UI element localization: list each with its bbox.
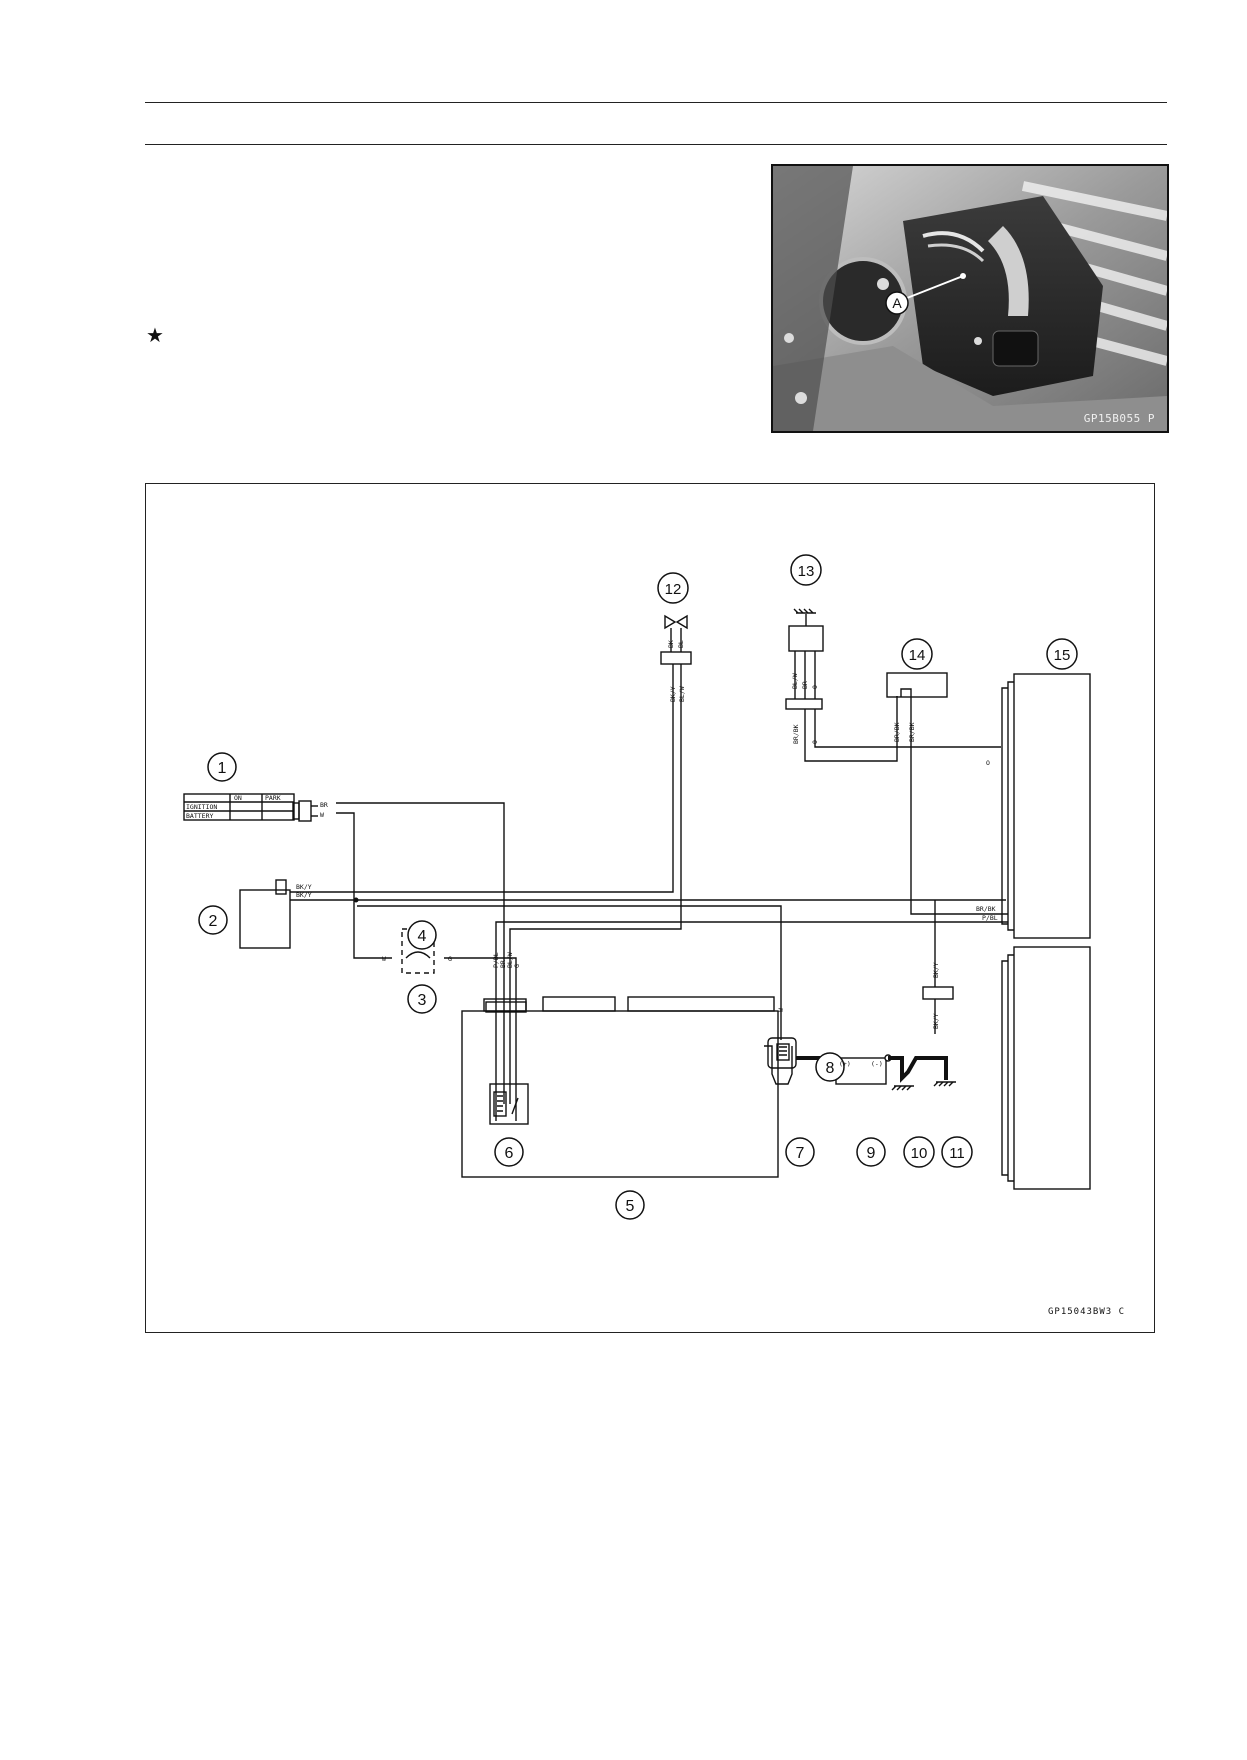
wire-label: BL/W (791, 673, 799, 689)
wire-label: G (448, 955, 452, 963)
wire-label: BR/BK (976, 905, 996, 913)
diagram-code: GP15043BW3 C (1048, 1307, 1125, 1317)
wire-label: G (513, 964, 521, 968)
wire-label: BK (667, 640, 675, 648)
wire-label: BR/BK (908, 722, 916, 742)
wire-label: O (811, 740, 819, 744)
header-rule-bottom (145, 144, 1167, 145)
callout-4: 4 (418, 928, 427, 945)
callout-7: 7 (796, 1145, 805, 1162)
callout-3: 3 (418, 992, 427, 1009)
callout-10: 10 (911, 1145, 928, 1162)
switch-header-on: ON (234, 794, 242, 802)
callout-a-circle (885, 291, 909, 315)
wire-label: BR (801, 681, 809, 689)
wire-label: BK/Y (296, 883, 312, 891)
wire-label: W (777, 1008, 785, 1012)
callout-1: 1 (218, 760, 227, 777)
wire-label: BK/Y (932, 962, 940, 978)
wire-label: BK/Y (669, 686, 677, 702)
switch-row-ignition: IGNITION (186, 803, 217, 811)
callout-8: 8 (826, 1060, 835, 1077)
wire-label: W (382, 955, 386, 963)
bullet-star: ★ (146, 325, 164, 347)
wire-label: W (320, 811, 324, 819)
wire-label: BL (677, 640, 685, 648)
callout-9: 9 (867, 1145, 876, 1162)
wire-label: BK/Y (932, 1013, 940, 1029)
callout-15: 15 (1054, 647, 1071, 664)
callout-a-label: A (892, 295, 902, 311)
ignition-switch (183, 793, 295, 821)
wire-label: P/BL (492, 952, 500, 968)
callout-6: 6 (505, 1145, 514, 1162)
wire-label: BR (499, 960, 507, 968)
wire-label: BL/W (678, 686, 686, 702)
callout-5: 5 (626, 1198, 635, 1215)
header-rule-top (145, 102, 1167, 103)
wire-label: BR (320, 801, 328, 809)
photo-code: GP15B055 P (1083, 412, 1155, 425)
wire-label: BL/W (506, 952, 514, 968)
wiring-diagram: 1 2 3 4 5 6 7 8 9 10 11 12 13 14 15 ON P… (145, 483, 1155, 1333)
wire-label: (-) (871, 1060, 883, 1068)
switch-row-battery: BATTERY (186, 812, 213, 820)
callout-13: 13 (798, 563, 815, 580)
callout-14: 14 (909, 647, 926, 664)
wire-label: O (986, 759, 990, 767)
callout-11: 11 (949, 1145, 965, 1162)
wire-label: O (811, 685, 819, 689)
callout-12: 12 (665, 581, 682, 598)
wire-label: BK/Y (296, 891, 312, 899)
wire-label: BR/BK (792, 724, 800, 744)
wire-label: BR/BK (893, 722, 901, 742)
callout-2: 2 (209, 913, 218, 930)
switch-header-park: PARK (265, 794, 281, 802)
reference-photo: A GP15B055 P (771, 164, 1169, 433)
wire-label: (+) (839, 1060, 851, 1068)
wire-label: P/BL (982, 914, 998, 922)
